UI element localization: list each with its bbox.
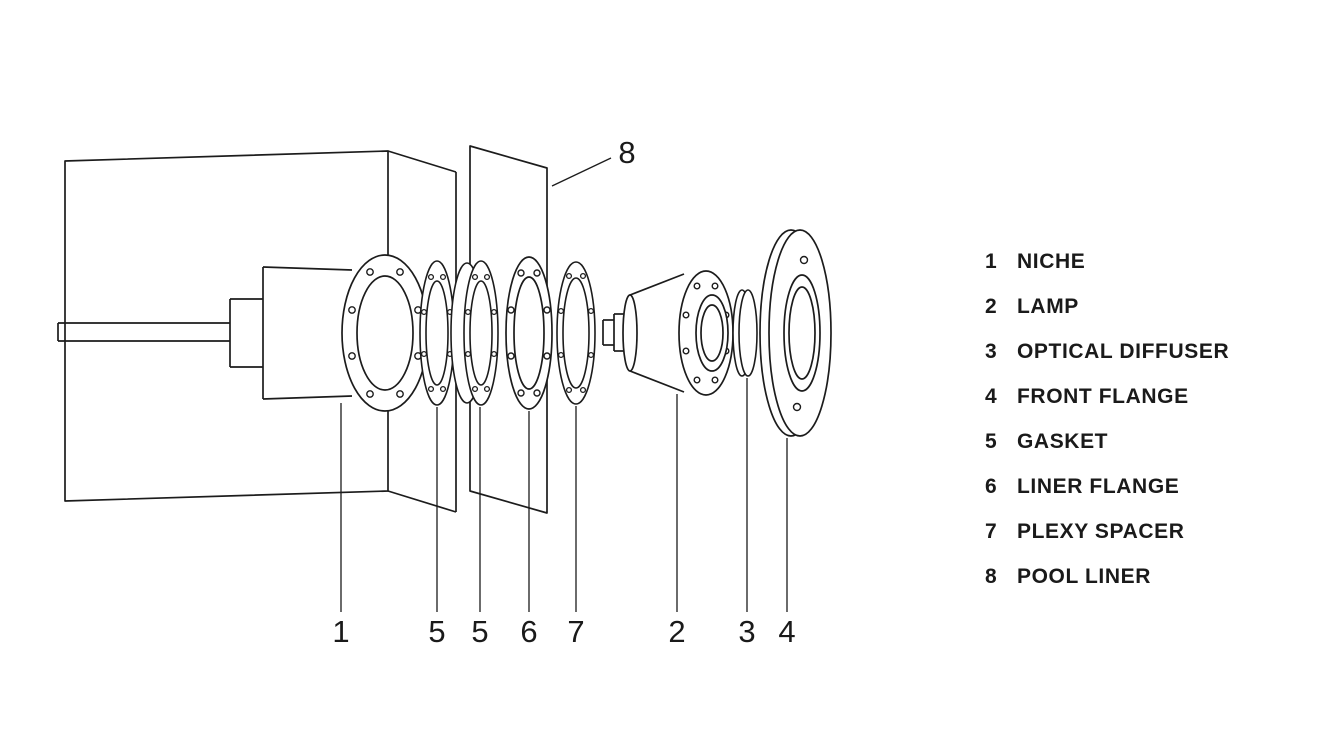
optical-diffuser <box>732 289 758 377</box>
callout-number-2: 2 <box>668 614 685 649</box>
callout-number-6: 6 <box>520 614 537 649</box>
legend-item-optical-diffuser: 3 OPTICAL DIFFUSER <box>985 339 1229 365</box>
parts-legend: 1 NICHE 2 LAMP 3 OPTICAL DIFFUSER 4 FRON… <box>985 249 1229 590</box>
legend-number: 8 <box>985 565 998 588</box>
bolt-holes <box>557 272 595 394</box>
legend-number: 4 <box>985 385 998 408</box>
liner-flange <box>505 256 553 410</box>
legend-item-plexy-spacer: 7 PLEXY SPACER <box>985 519 1229 545</box>
callout-number-7: 7 <box>567 614 584 649</box>
niche-flange <box>341 254 429 412</box>
legend-item-pool-liner: 8 POOL LINER <box>985 564 1229 590</box>
bolt-holes <box>348 268 422 398</box>
legend-item-niche: 1 NICHE <box>985 249 1229 275</box>
callout-number-8: 8 <box>618 135 635 170</box>
lamp-lens-inner <box>700 304 724 362</box>
legend-label: FRONT FLANGE <box>1017 385 1189 408</box>
gasket-rear <box>419 260 455 406</box>
legend-number: 6 <box>985 475 998 498</box>
legend-item-liner-flange: 6 LINER FLANGE <box>985 474 1229 500</box>
lamp <box>602 270 734 396</box>
legend-number: 2 <box>985 295 998 318</box>
bolt-holes <box>464 273 498 393</box>
legend-label: PLEXY SPACER <box>1017 520 1185 543</box>
legend-number: 3 <box>985 340 998 363</box>
legend-item-gasket: 5 GASKET <box>985 429 1229 455</box>
callout-number-5a: 5 <box>428 614 445 649</box>
gasket-front <box>450 260 499 406</box>
plexy-spacer <box>556 261 596 405</box>
conduit-pipe <box>57 322 230 342</box>
legend-label: LAMP <box>1017 295 1079 318</box>
callout-numbers: 1 5 5 6 7 2 3 4 8 <box>332 135 795 649</box>
legend-label: NICHE <box>1017 250 1086 273</box>
callout-number-1: 1 <box>332 614 349 649</box>
callout-number-4: 4 <box>778 614 795 649</box>
legend-number: 1 <box>985 250 998 273</box>
screw-holes <box>792 255 809 412</box>
callout-lines <box>340 157 788 612</box>
legend-number: 5 <box>985 430 998 453</box>
callout-number-5b: 5 <box>471 614 488 649</box>
legend-item-front-flange: 4 FRONT FLANGE <box>985 384 1229 410</box>
bolt-holes <box>507 269 551 397</box>
legend-number: 7 <box>985 520 998 543</box>
legend-label: LINER FLANGE <box>1017 475 1180 498</box>
front-flange <box>759 229 832 437</box>
niche-body <box>229 266 353 400</box>
callout-number-3: 3 <box>738 614 755 649</box>
legend-item-lamp: 2 LAMP <box>985 294 1229 320</box>
legend-label: GASKET <box>1017 430 1109 453</box>
legend-label: OPTICAL DIFFUSER <box>1017 340 1230 363</box>
legend-label: POOL LINER <box>1017 565 1151 588</box>
